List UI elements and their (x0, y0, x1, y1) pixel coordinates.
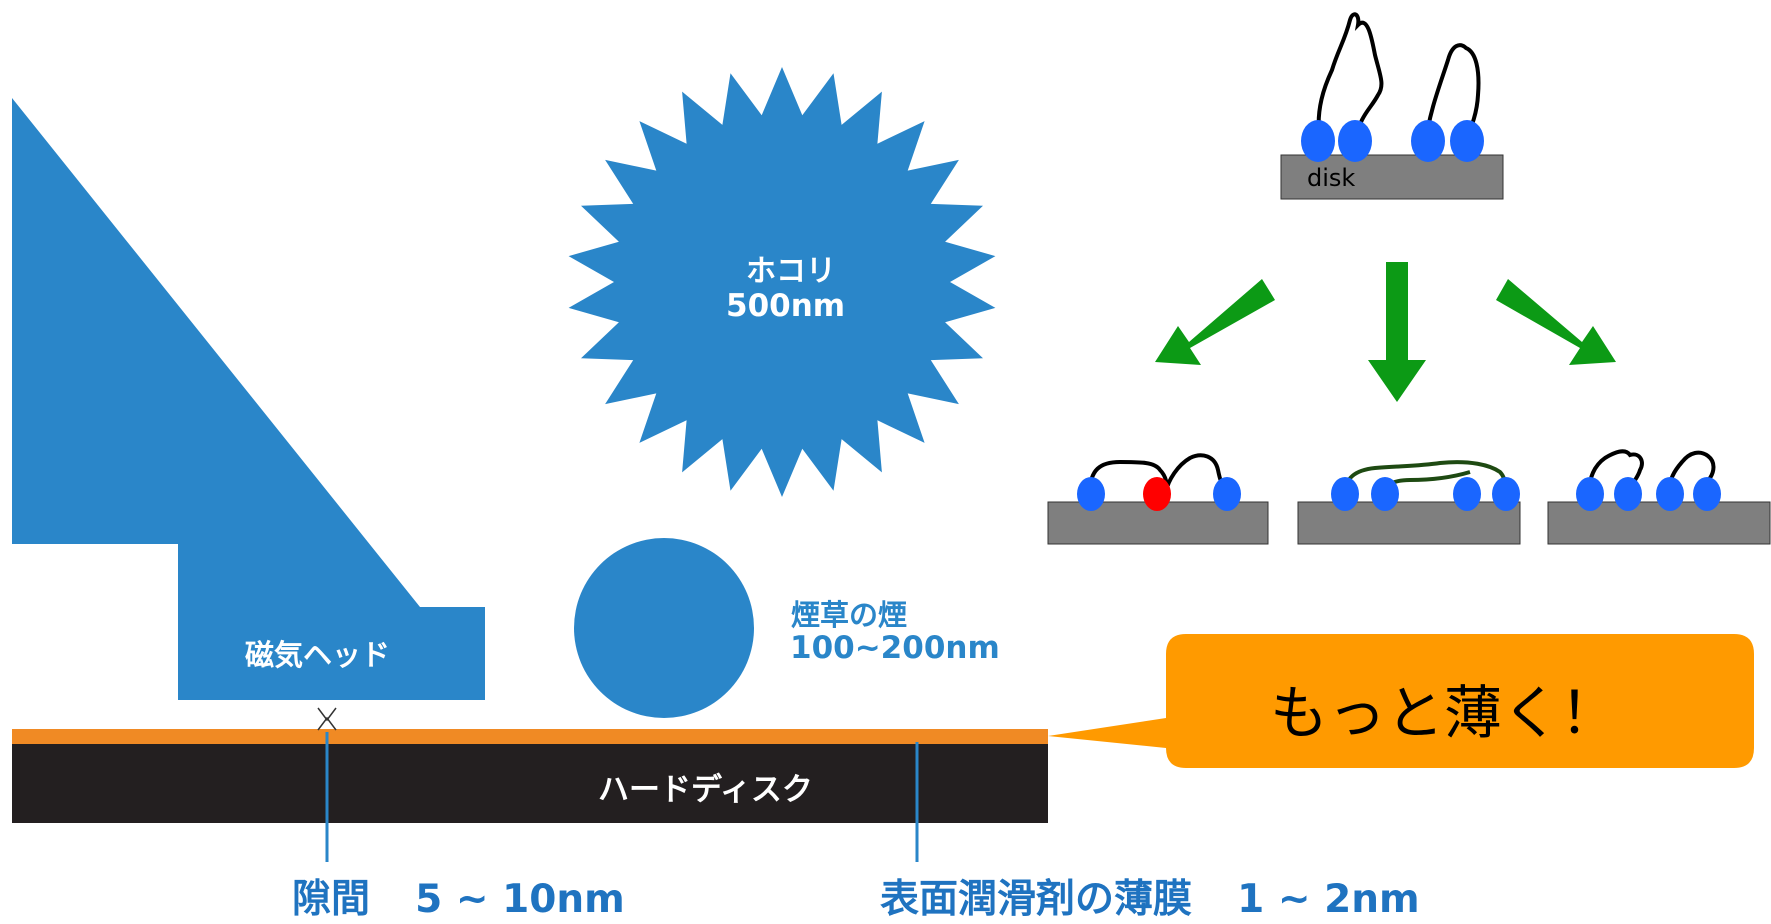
anchor-group-top-1 (1301, 120, 1335, 162)
molecule-result-1 (1047, 453, 1269, 545)
callout-bubble (1048, 634, 1754, 768)
anchor-group-3d (1693, 477, 1721, 511)
anchor-group-2c (1453, 477, 1481, 511)
polymer-chain-top-left (1316, 12, 1384, 141)
polymer-chain-top-right (1424, 43, 1481, 141)
polymer-chain-2 (1343, 460, 1508, 496)
smoke-size-label: 100~200nm (790, 630, 1000, 666)
lubricant-film (12, 729, 1048, 744)
anchor-group-3a (1576, 477, 1604, 511)
molecule-result-2 (1297, 460, 1521, 545)
anchor-group-2a (1331, 477, 1359, 511)
callout-text: もっと薄く！ (1270, 679, 1619, 747)
gap-value: 5 ~ 10nm (415, 877, 625, 922)
dust-label: ホコリ (746, 254, 836, 289)
anchor-group-2d (1492, 477, 1520, 511)
anchor-group-1a (1077, 477, 1105, 511)
magnetic-head-shape (12, 98, 485, 700)
magnetic-head-label: 磁気ヘッド (245, 638, 391, 672)
anchor-group-1b-red (1143, 477, 1171, 511)
hard-disk-label: ハードディスク (598, 772, 813, 808)
anchor-group-3c (1656, 477, 1684, 511)
arrow-down (1368, 262, 1426, 402)
molecule-result-3 (1547, 449, 1771, 545)
hard-disk-shape (12, 744, 1048, 823)
anchor-group-top-2 (1338, 120, 1372, 162)
dust-particle-shape (568, 67, 996, 497)
lubricant-label: 表面潤滑剤の薄膜 1 ~ 2nm (880, 868, 1420, 924)
anchor-group-3b (1614, 477, 1642, 511)
transition-arrows (1155, 262, 1616, 402)
lubricant-value: 1 ~ 2nm (1237, 877, 1420, 922)
lubricant-label-text: 表面潤滑剤の薄膜 (880, 877, 1193, 922)
molecule-top-group (1280, 12, 1504, 200)
gap-label: 隙間 5 ~ 10nm (292, 868, 625, 924)
disk-substrate-top (1280, 154, 1504, 200)
disk-substrate-3 (1547, 501, 1771, 545)
gap-label-text: 隙間 (292, 877, 371, 922)
smoke-label: 煙草の煙 (791, 598, 908, 632)
arrow-down-left (1155, 279, 1275, 365)
dust-size-label: 500nm (726, 288, 846, 324)
disk-substrate-2 (1297, 501, 1521, 545)
anchor-group-2b (1371, 477, 1399, 511)
gap-marker (317, 707, 337, 731)
arrow-down-right (1496, 279, 1616, 365)
disk-substrate-label: disk (1307, 164, 1356, 192)
anchor-group-top-4 (1450, 120, 1484, 162)
anchor-group-top-3 (1411, 120, 1445, 162)
smoke-particle-shape (574, 538, 754, 718)
anchor-group-1c (1213, 477, 1241, 511)
